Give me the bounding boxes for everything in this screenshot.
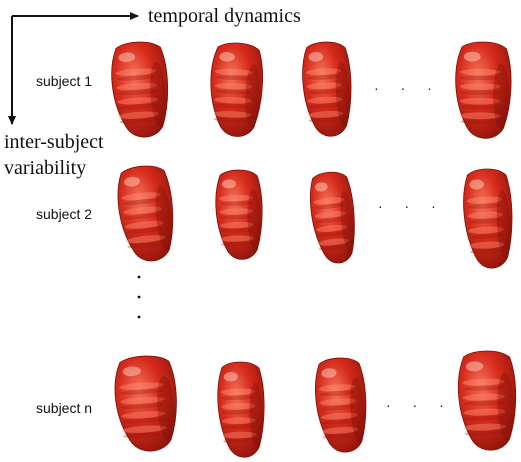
heart-shape-render [115, 163, 178, 263]
heart-shape-render [457, 350, 518, 451]
heart-shape-render [215, 169, 264, 260]
heart-shape-render [307, 170, 359, 265]
variability-label: variability [4, 157, 86, 179]
inter-subject-label: inter-subject [4, 131, 104, 153]
shape-grid [109, 40, 517, 458]
horizontal-ellipsis-row-n: · · · [386, 397, 453, 413]
heart-shape-render [109, 40, 171, 139]
vertical-ellipsis-dot [138, 316, 141, 319]
heart-shape-render [313, 356, 369, 454]
heart-shape-render [217, 361, 266, 458]
heart-shape-render [462, 168, 515, 270]
row-label-subject-n: subject n [36, 400, 92, 416]
vertical-ellipsis-dot [138, 276, 141, 279]
heart-shape-render [209, 42, 264, 137]
row-label-subject-1: subject 1 [36, 73, 92, 89]
heart-shape-render [456, 42, 511, 138]
heart-shape-render [113, 354, 180, 453]
row-label-subject-2: subject 2 [36, 206, 92, 222]
temporal-dynamics-label: temporal dynamics [148, 5, 301, 27]
heart-shape-render [301, 41, 354, 138]
horizontal-ellipsis-row-2: · · · [378, 198, 445, 214]
horizontal-ellipsis-row-1: · · · [374, 80, 441, 96]
vertical-ellipsis-dot [138, 296, 141, 299]
